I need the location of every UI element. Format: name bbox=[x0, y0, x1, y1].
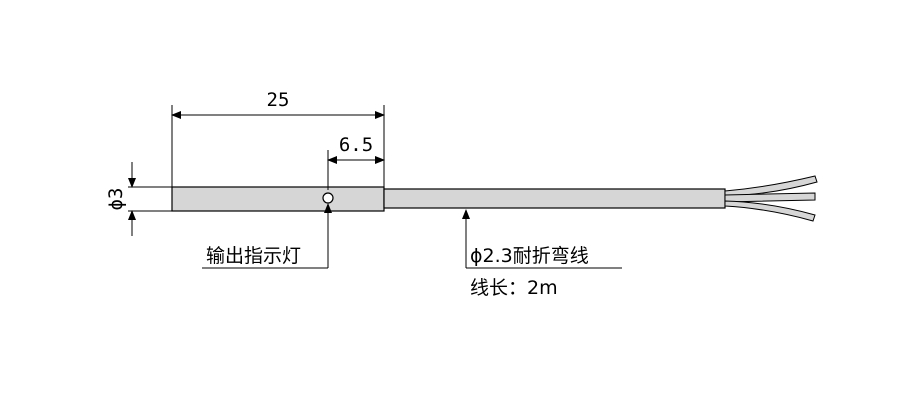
leader-indicator bbox=[202, 203, 332, 269]
dimension-indicator-offset bbox=[327, 150, 385, 190]
indicator-led bbox=[322, 192, 334, 204]
leader-cable bbox=[462, 209, 622, 269]
indicator-label: 输出指示灯 bbox=[206, 245, 301, 267]
cable-spec-label: ϕ2.3耐折弯线 bbox=[470, 245, 589, 267]
dimension-total-length bbox=[171, 105, 385, 187]
dimension-label-total-length: 25 bbox=[267, 89, 290, 111]
cable-length-label: 线长：2m bbox=[470, 277, 558, 299]
wire-ends bbox=[724, 175, 818, 222]
cable bbox=[383, 188, 726, 209]
dimension-diameter bbox=[128, 162, 172, 236]
dimension-label-indicator-offset: 6.5 bbox=[339, 134, 373, 156]
sensor-body bbox=[171, 186, 385, 212]
dimension-label-diameter: ϕ3 bbox=[105, 188, 127, 211]
